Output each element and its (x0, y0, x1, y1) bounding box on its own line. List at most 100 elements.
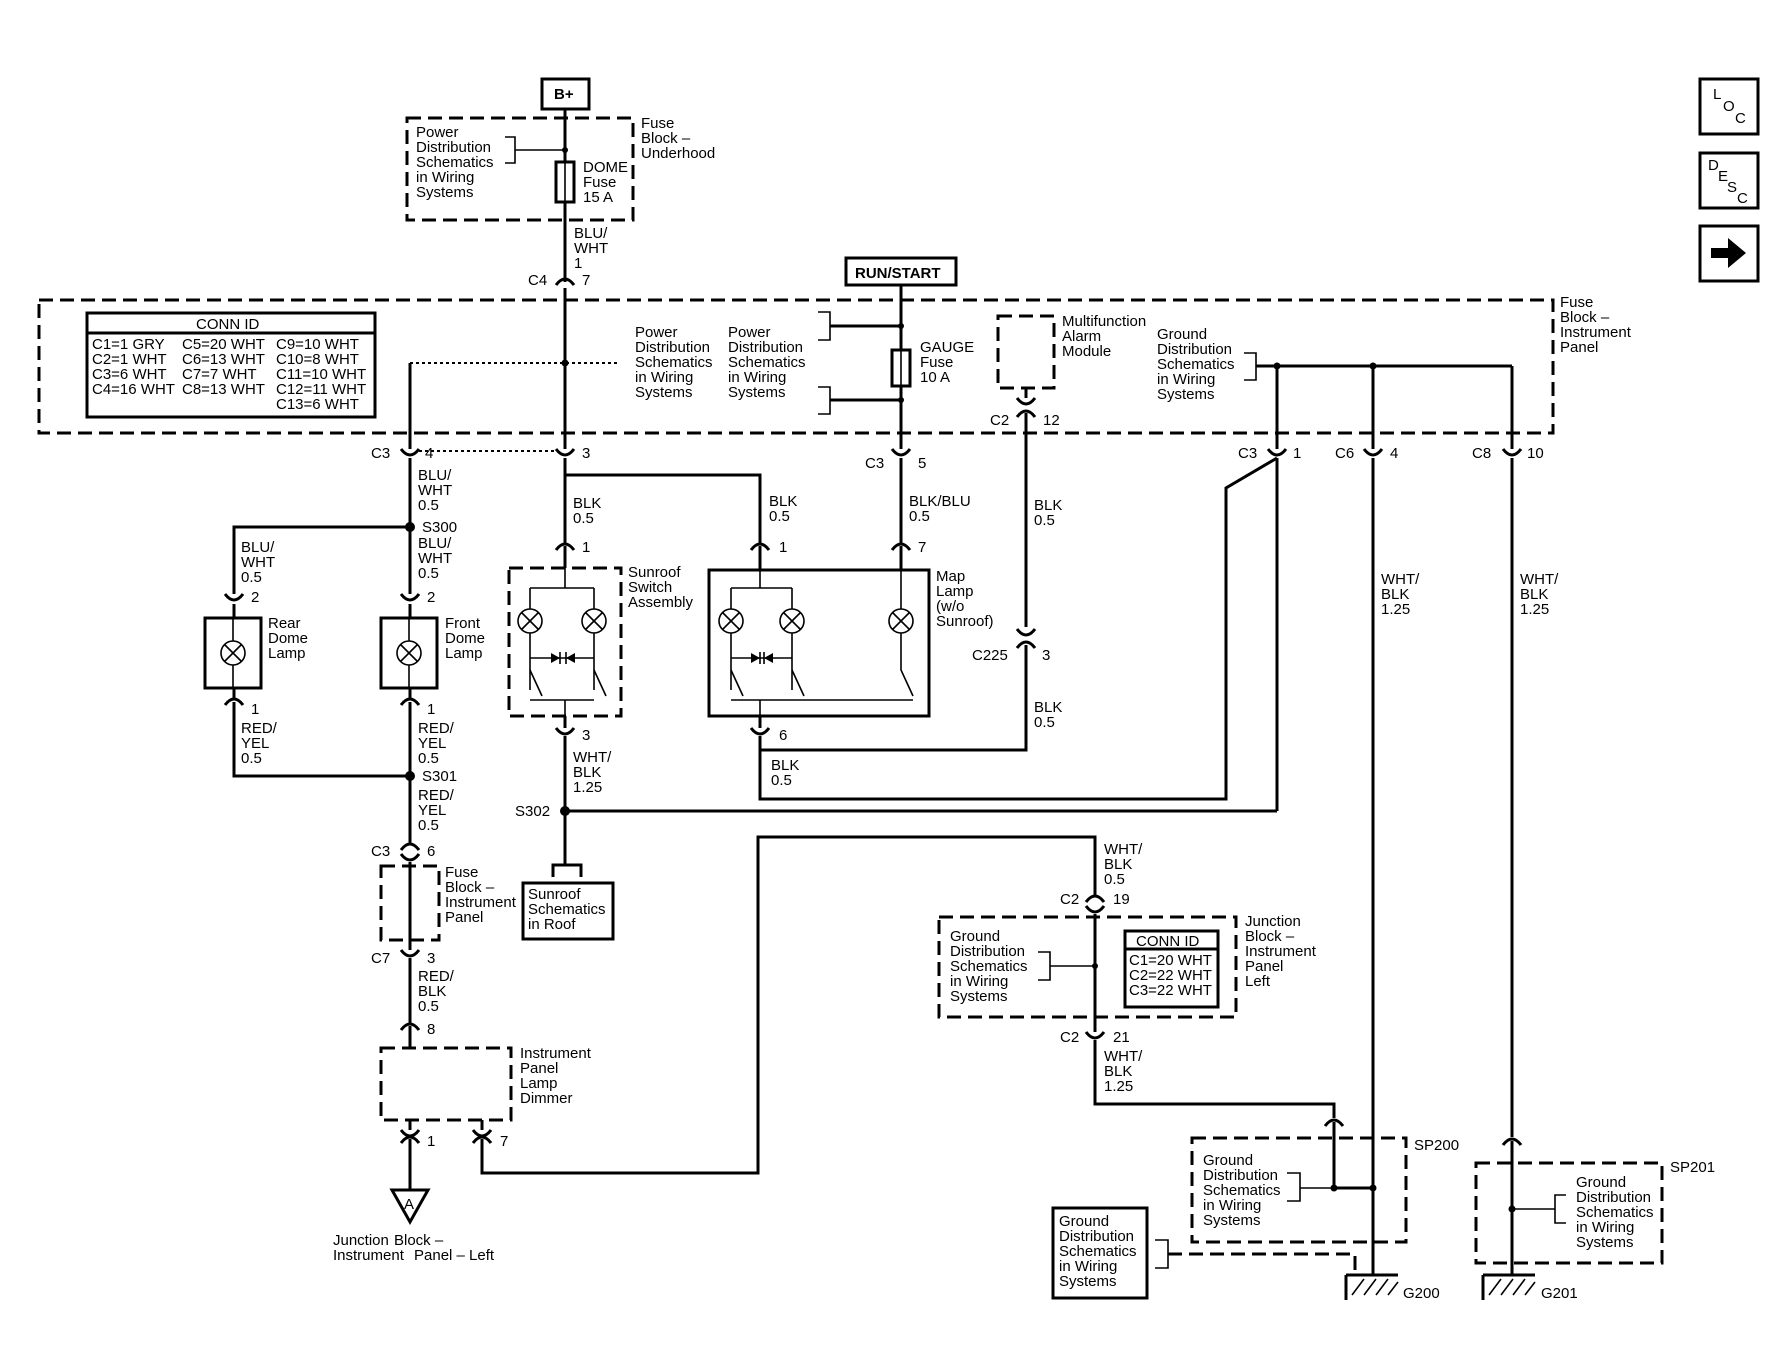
wire-red-blk-05: RED/ BLK 0.5 (418, 968, 458, 1015)
desc-button[interactable]: D E S C (1698, 151, 1760, 210)
conn-c4-pin: 7 (582, 272, 590, 289)
sp200-outline (1190, 1136, 1408, 1244)
wire-red-yel-05-b: RED/ YEL 0.5 (418, 720, 458, 767)
conn-c3-6-label: C3 (371, 843, 390, 860)
ref-a-letter: A (404, 1196, 414, 1213)
conn-id-table-ip: CONN ID C1=1 GRY C2=1 WHT C3=6 WHT C4=16… (85, 311, 377, 419)
wire-blk-05-a: BLK 0.5 (573, 495, 606, 527)
desc-letter-c: C (1737, 190, 1748, 207)
conn-c6-4-pin: 4 (1390, 445, 1398, 462)
fuse-block-ip-label: Fuse Block – Instrument Panel (1560, 294, 1635, 356)
sp201-label: SP201 (1670, 1159, 1715, 1176)
loc-letter-o: O (1723, 98, 1735, 115)
desc-letter-e: E (1718, 168, 1728, 185)
splice-s301-label: S301 (422, 768, 457, 785)
loc-letter-c: C (1735, 110, 1746, 127)
next-page-button[interactable] (1698, 224, 1760, 283)
conn-map-1: 1 (779, 539, 787, 556)
wire-wht-blk-125-c8: WHT/ BLK 1.25 (1520, 571, 1563, 618)
jb-ip-left-label: Junction Block – Instrument Panel Left (1245, 913, 1320, 990)
wire-blk-05-map: BLK 0.5 (771, 757, 804, 789)
conn-dim-1: 1 (427, 1133, 435, 1150)
wire-blu-wht-05-a: BLU/ WHT 0.5 (418, 467, 456, 514)
conn-id-ip-title: CONN ID (196, 316, 260, 333)
wire-wht-blk-125-a: WHT/ BLK 1.25 (573, 749, 616, 796)
conn-c8-10-label: C8 (1472, 445, 1491, 462)
conn-c225-pin: 3 (1042, 647, 1050, 664)
conn-c2-12-label: C2 (990, 412, 1009, 429)
gds-ip-label: Ground Distribution Schematics in Wiring… (1157, 326, 1239, 403)
wire-blu-wht-05-b: BLU/ WHT 0.5 (418, 535, 456, 582)
sunroof-schematics-label: Sunroof Schematics in Roof (528, 886, 610, 933)
splice-s302-label: S302 (515, 803, 550, 820)
conn-c3-5-label: C3 (865, 455, 884, 472)
pds-ip-right-label: Power Distribution Schematics in Wiring … (728, 324, 810, 401)
junction-block-ref-a (389, 1188, 431, 1226)
arrow-right-icon (1711, 238, 1746, 268)
conn-dim-7: 7 (500, 1133, 508, 1150)
gds-g200-ref[interactable] (1051, 1206, 1149, 1300)
desc-letter-s: S (1727, 179, 1737, 196)
conn-c3-1-pin: 1 (1293, 445, 1301, 462)
wire-blk-05-c225: BLK 0.5 (1034, 699, 1067, 731)
conn-c2-19-label: C2 (1060, 891, 1079, 908)
wire-red-yel-05-a: RED/ YEL 0.5 (241, 720, 281, 767)
gauge-fuse-label: GAUGE Fuse 10 A (920, 339, 978, 386)
loc-button[interactable]: L O C (1698, 77, 1760, 136)
pds-underhood-label: Power Distribution Schematics in Wiring … (416, 124, 498, 201)
battery-label: B+ (554, 86, 574, 103)
junction-block-ip-left-outline (937, 915, 1238, 1019)
wire-red-yel-05-c: RED/ YEL 0.5 (418, 787, 458, 834)
gds-g200-label: Ground Distribution Schematics in Wiring… (1059, 1213, 1141, 1290)
ip-lamp-dimmer-outline (379, 1046, 513, 1122)
ground-g200-icon (1344, 1273, 1399, 1300)
wire-blu-wht-1: BLU/ WHT 1 (574, 225, 612, 272)
map-lamp-label: Map Lamp (w/o Sunroof) (936, 568, 994, 630)
conn-c2-21-label: C2 (1060, 1029, 1079, 1046)
wire-wht-blk-05: WHT/ BLK 0.5 (1104, 841, 1147, 888)
conn-c8-10-pin: 10 (1527, 445, 1544, 462)
conn-c4-label: C4 (528, 272, 547, 289)
splice-s300-label: S300 (422, 519, 457, 536)
wire-wht-blk-125-c6: WHT/ BLK 1.25 (1381, 571, 1424, 618)
alarm-module-label: Multifunction Alarm Module (1062, 313, 1150, 360)
map-lamp (707, 568, 931, 718)
conn-map-6: 6 (779, 727, 787, 744)
loc-letter-l: L (1713, 86, 1721, 103)
conn-id-jb-title: CONN ID (1136, 933, 1200, 950)
conn-id-table-jb: CONN ID C1=20 WHT C2=22 WHT C3=22 WHT (1123, 929, 1220, 1009)
gds-sp200-label: Ground Distribution Schematics in Wiring… (1203, 1152, 1285, 1229)
gds-jb-label: Ground Distribution Schematics in Wiring… (950, 928, 1032, 1005)
fuse-block-underhood-outline (405, 116, 635, 222)
fuse-block-underhood-label: Fuse Block – Underhood (641, 115, 715, 162)
conn-c6-4-label: C6 (1335, 445, 1354, 462)
splice-s301 (405, 771, 415, 781)
conn-id-ip-col1: C1=1 GRY C2=1 WHT C3=6 WHT C4=16 WHT (92, 336, 175, 398)
conn-c3-4-label: C3 (371, 445, 390, 462)
conn-dim-8: 8 (427, 1021, 435, 1038)
ground-g201-icon (1481, 1273, 1536, 1300)
conn-id-ip-col3: C9=10 WHT C10=8 WHT C11=10 WHT C12=11 WH… (276, 336, 370, 413)
sp201-outline (1474, 1161, 1664, 1265)
wire-blk-blu-05: BLK/BLU 0.5 (909, 493, 975, 525)
sp200-label: SP200 (1414, 1137, 1459, 1154)
conn-c3-1-label: C3 (1238, 445, 1257, 462)
run-start-label: RUN/START (855, 265, 941, 282)
wire-blk-05-b: BLK 0.5 (769, 493, 802, 525)
conn-c3-5-pin: 5 (918, 455, 926, 472)
conn-c2-12-pin: 12 (1043, 412, 1060, 429)
fuse-block-ip-outline (37, 298, 1555, 435)
conn-c2-19-pin: 19 (1113, 891, 1130, 908)
conn-c225-label: C225 (972, 647, 1008, 664)
sunroof-schematics-ref[interactable] (521, 881, 615, 941)
ip-lamp-dimmer-label: Instrument Panel Lamp Dimmer (520, 1045, 595, 1107)
front-dome-lamp-label: Front Dome Lamp (445, 615, 489, 662)
gds-sp201-label: Ground Distribution Schematics in Wiring… (1576, 1174, 1658, 1251)
conn-sw-3: 3 (582, 727, 590, 744)
ground-g200-label: G200 (1403, 1285, 1440, 1302)
pds-ip-left-label: Power Distribution Schematics in Wiring … (635, 324, 717, 401)
conn-c3-3-pin: 3 (582, 445, 590, 462)
fuse-block-ip2-label: Fuse Block – Instrument Panel (445, 864, 520, 926)
conn-front-1: 1 (427, 701, 435, 718)
conn-c2-21-pin: 21 (1113, 1029, 1130, 1046)
